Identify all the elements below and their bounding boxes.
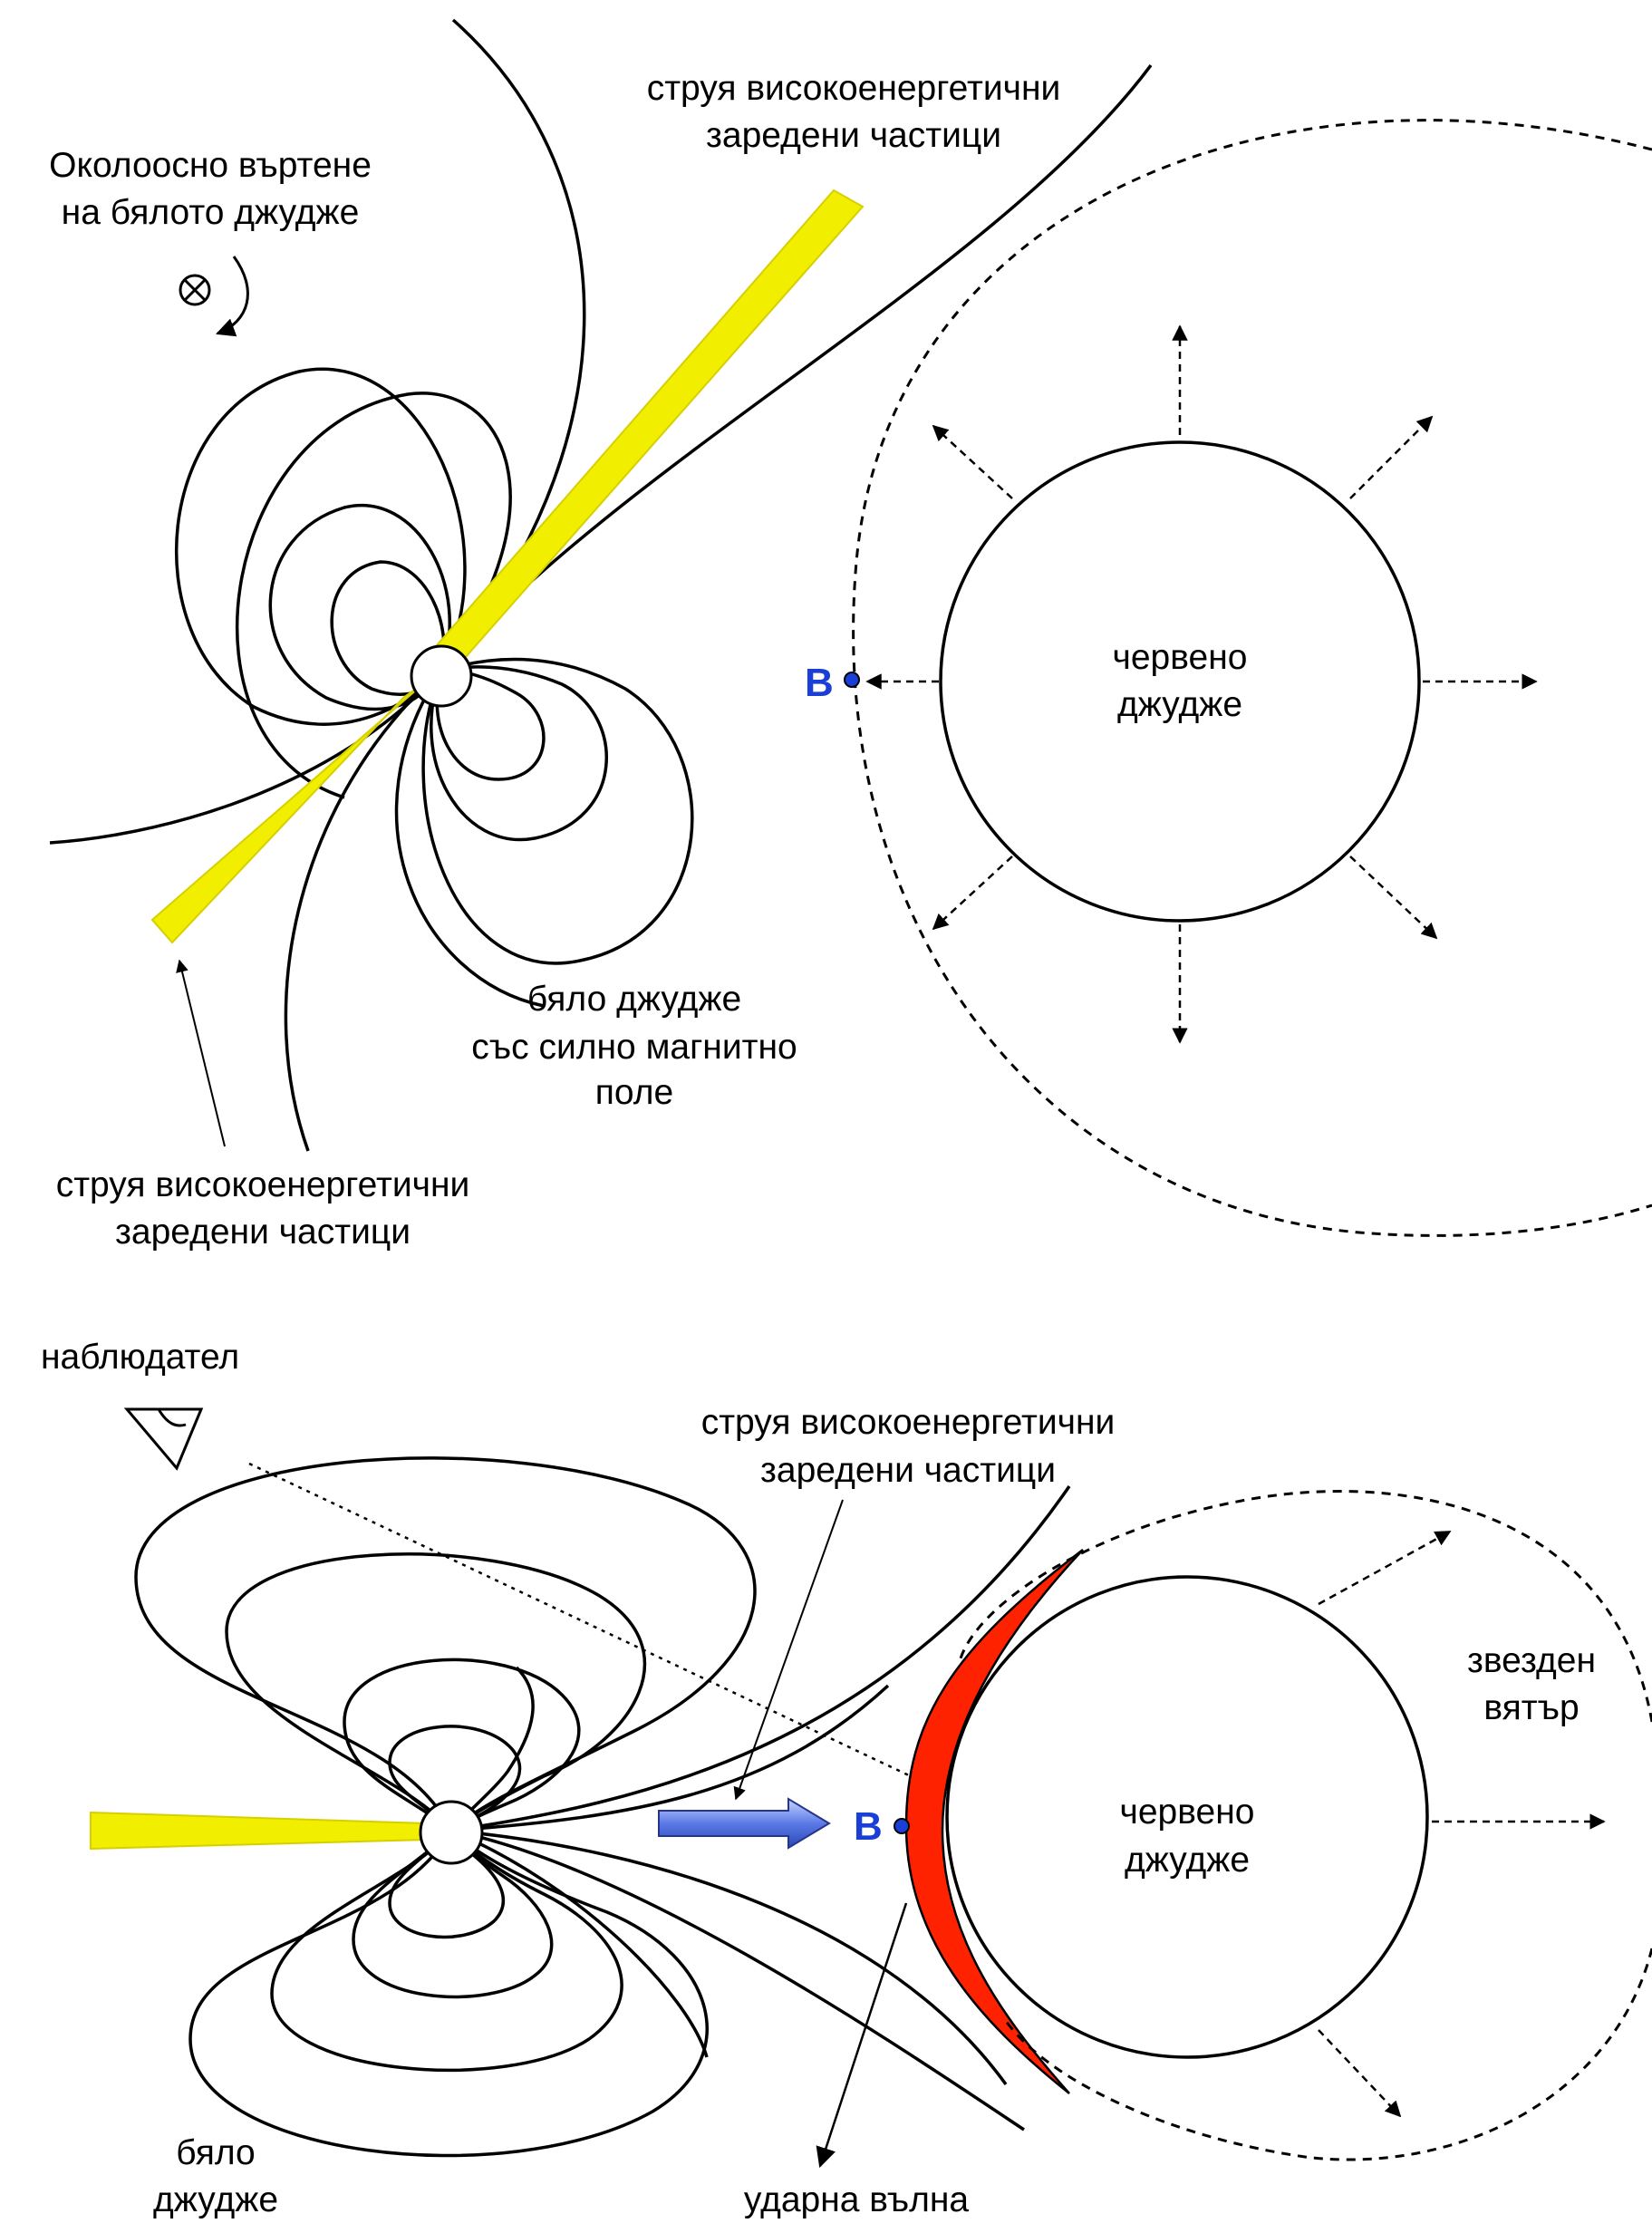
rotation-label-2: на бялото джудже — [62, 193, 360, 232]
point-b-bottom-label: B — [854, 1804, 883, 1849]
wd-label-1: бяло джудже — [527, 980, 741, 1019]
red-dwarf-bottom — [945, 1575, 1429, 2059]
jet-upper — [429, 188, 865, 668]
wind-arrows-bottom — [1318, 1530, 1606, 2118]
wd2-label-2: джудже — [153, 2180, 278, 2219]
field-lines-top — [49, 18, 1153, 1152]
rd-top-label-2: джудже — [1117, 685, 1242, 724]
point-b-top-label: B — [805, 661, 834, 705]
point-b-bottom — [894, 1818, 910, 1834]
rd-bottom-label-1: червено — [1120, 1793, 1255, 1832]
jet2-label-2: заредени частици — [760, 1451, 1056, 1490]
rotation-icon — [179, 256, 249, 337]
rd-bottom-label-2: джудже — [1125, 1841, 1250, 1880]
pointer-arrow-left-jet — [176, 959, 226, 1147]
wind-envelope-bottom-lower — [1004, 1948, 1652, 2161]
rd-top-label-1: червено — [1113, 638, 1248, 677]
observer-label: наблюдател — [41, 1338, 239, 1377]
line-of-sight — [248, 1462, 912, 1778]
top-jet-label-1: струя високоенергетични — [647, 69, 1061, 108]
white-dwarf-bottom — [419, 1800, 484, 1865]
jet-lower — [150, 681, 427, 944]
jet2-label-1: струя високоенергетични — [701, 1403, 1116, 1442]
shock-label: ударна вълна — [744, 2180, 969, 2219]
left-jet-label-1: струя високоенергетични — [56, 1165, 470, 1204]
field-lines-bottom — [134, 1456, 1071, 2158]
wind-envelope-top — [852, 119, 1652, 1237]
wind-label-1: звезден — [1467, 1641, 1596, 1680]
wind-envelope-bottom — [959, 1490, 1652, 1723]
wind-arrows-top — [865, 324, 1538, 1044]
pointer-arrow-jet2 — [733, 1499, 844, 1801]
observer-eye-icon — [123, 1407, 204, 1471]
white-dwarf-top — [410, 644, 473, 708]
wind-label-2: вятър — [1483, 1688, 1579, 1727]
wd-label-2: със силно магнитно — [471, 1028, 797, 1067]
jet-bottom — [90, 1811, 427, 1851]
left-jet-label-2: заредени частици — [115, 1213, 411, 1252]
top-jet-label-2: заредени частици — [706, 116, 1001, 155]
rotation-label-1: Околоосно въртене — [49, 146, 372, 185]
red-dwarf-top — [939, 440, 1421, 923]
bottom-panel: B наблюдател струя високоенергетични зар… — [41, 1338, 1652, 2219]
shock-wave — [904, 1549, 1084, 2094]
point-b-top — [844, 672, 860, 688]
pointer-arrow-shock — [816, 1902, 908, 2169]
blue-flow-arrow — [658, 1797, 831, 1850]
wd2-label-1: бяло — [176, 2133, 255, 2172]
top-panel: B Околоосно въртене на бялото джудже стр… — [49, 18, 1652, 1252]
wd-label-3: поле — [595, 1073, 673, 1112]
